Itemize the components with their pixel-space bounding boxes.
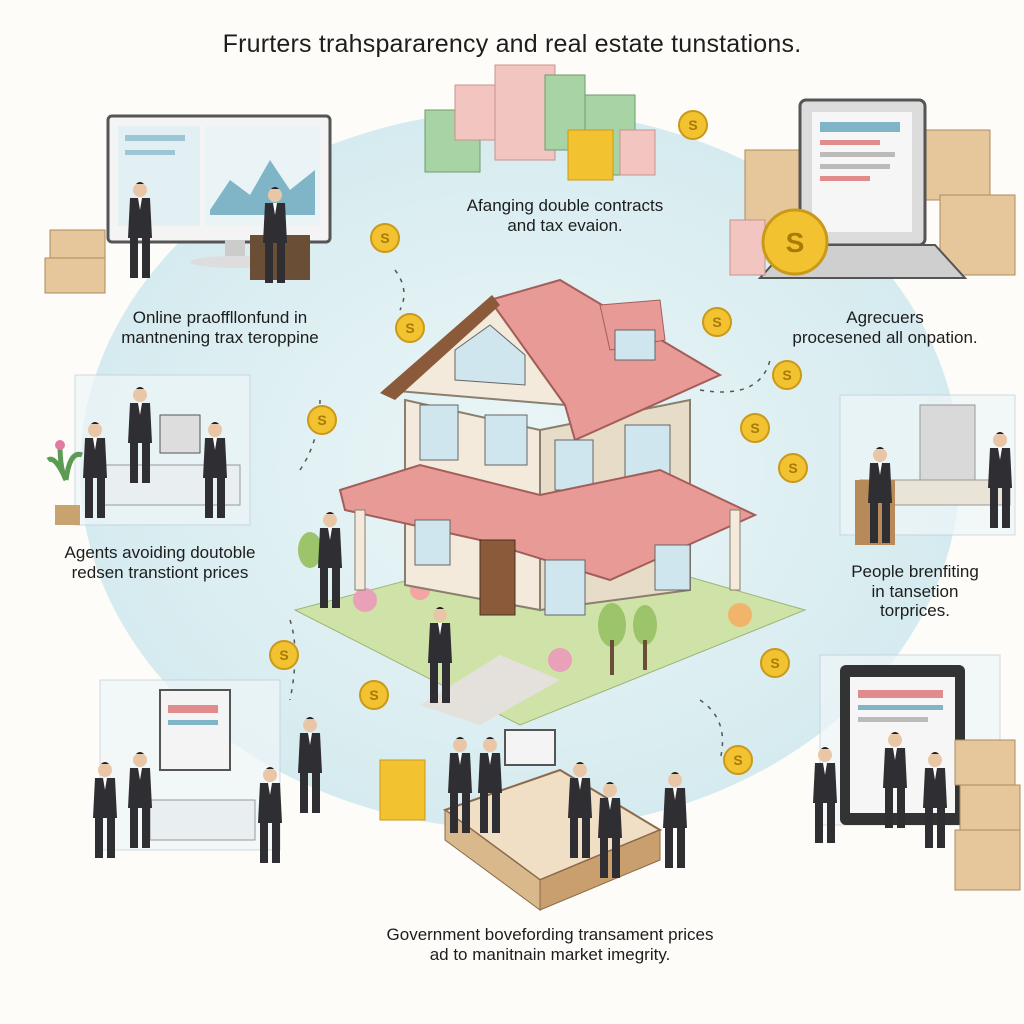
label-line: mantnening trax teroppine bbox=[121, 327, 319, 347]
label-line: torprices. bbox=[880, 601, 950, 621]
label-agents-avoiding: Agents avoiding doutoble redsen transtio… bbox=[10, 543, 310, 582]
label-line: redsen transtiont prices bbox=[71, 562, 249, 582]
monitor-scene-top-left bbox=[44, 114, 332, 294]
desk-scene-mid-left bbox=[46, 374, 251, 526]
plant-icon bbox=[46, 440, 83, 525]
label-line: Online praoffllonfund in bbox=[132, 308, 308, 327]
label-double-contracts: Afanging double contracts and tax evaion… bbox=[400, 196, 730, 235]
label-line: ad to manitnain market imegrity. bbox=[429, 944, 671, 964]
service-counter-bottom-center bbox=[379, 729, 687, 911]
label-line: Agents avoiding doutoble bbox=[64, 543, 256, 562]
desk-scene-mid-right bbox=[839, 394, 1016, 545]
label-line: and tax evaion. bbox=[507, 215, 623, 235]
label-line: People brenfiting bbox=[851, 562, 979, 581]
label-line: procesened all onpation. bbox=[792, 327, 978, 347]
label-line: Government bovefording transament prices bbox=[386, 925, 714, 944]
tablet-scene-bottom-right bbox=[813, 654, 1021, 891]
label-line: Afanging double contracts bbox=[466, 196, 664, 215]
page-title: Frurters trahspararency and real estate … bbox=[222, 30, 802, 58]
label-line: in tansetion bbox=[871, 581, 959, 601]
label-agencies: Agrecuers procesened all onpation. bbox=[740, 308, 1024, 347]
label-line: Agrecuers bbox=[846, 308, 924, 327]
svg-text:S: S bbox=[786, 227, 805, 258]
connector-lines bbox=[289, 269, 771, 761]
label-government: Government bovefording transament prices… bbox=[340, 925, 760, 964]
label-people-benefiting: People brenfiting in tansetion torprices… bbox=[800, 562, 1024, 621]
label-online-platform: Online praoffllonfund in mantnening trax… bbox=[60, 308, 380, 347]
house-illustration bbox=[293, 278, 807, 726]
money-stack-icon bbox=[424, 64, 656, 181]
box-icon bbox=[954, 739, 1021, 891]
office-scene-bottom-left bbox=[93, 679, 322, 863]
laptop-icon: S bbox=[729, 98, 1016, 279]
